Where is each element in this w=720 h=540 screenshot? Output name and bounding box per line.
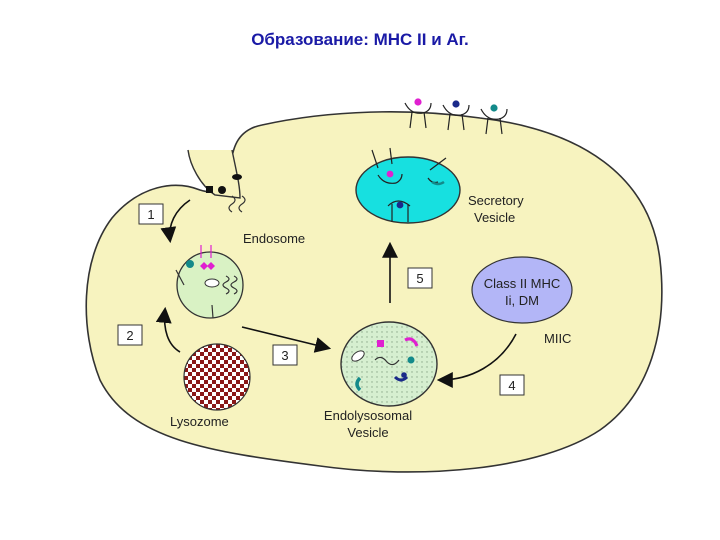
label-miic: MIIC xyxy=(544,331,571,346)
step-2-box: 2 xyxy=(117,324,143,346)
label-class2-1: Class II MHC xyxy=(484,276,561,291)
secretory-mhc xyxy=(371,147,447,222)
endocytic-pit xyxy=(187,149,241,199)
pit-antigens xyxy=(206,174,246,213)
svg-text:3: 3 xyxy=(281,348,288,363)
endolyso-contents xyxy=(351,337,419,392)
label-endolyso-1: Endolysosomal xyxy=(324,408,412,423)
arrow-step-2 xyxy=(155,306,181,353)
arrow-step-4 xyxy=(436,333,517,388)
svg-text:1: 1 xyxy=(147,207,154,222)
arrow-step-3 xyxy=(241,326,332,353)
surface-mhc-3 xyxy=(480,104,508,135)
diagram-title: Образование: МНС II и Аг. xyxy=(251,30,469,49)
svg-text:2: 2 xyxy=(126,328,133,343)
surface-mhc-molecules xyxy=(404,98,508,135)
lysozome xyxy=(183,343,251,411)
label-endosome: Endosome xyxy=(243,231,305,246)
secretory-vesicle xyxy=(355,156,461,224)
step-1-box: 1 xyxy=(138,203,164,225)
surface-mhc-1 xyxy=(404,98,432,129)
label-lysozome: Lysozome xyxy=(170,414,229,429)
svg-text:5: 5 xyxy=(416,271,423,286)
surface-mhc-2 xyxy=(442,100,470,131)
label-endolyso-2: Vesicle xyxy=(347,425,388,440)
svg-text:4: 4 xyxy=(508,378,515,393)
label-secretory-2: Vesicle xyxy=(474,210,515,225)
label-class2-2: Ii, DM xyxy=(505,293,539,308)
arrow-step-1 xyxy=(160,199,191,244)
step-3-box: 3 xyxy=(272,344,298,366)
step-4-box: 4 xyxy=(499,374,525,396)
step-labels: 1 2 3 4 5 xyxy=(117,203,525,396)
class2-mhc-compartment xyxy=(471,256,573,324)
label-secretory-1: Secretory xyxy=(468,193,524,208)
process-arrows xyxy=(155,199,517,388)
endosome-contents xyxy=(175,245,238,319)
step-5-box: 5 xyxy=(407,267,433,289)
